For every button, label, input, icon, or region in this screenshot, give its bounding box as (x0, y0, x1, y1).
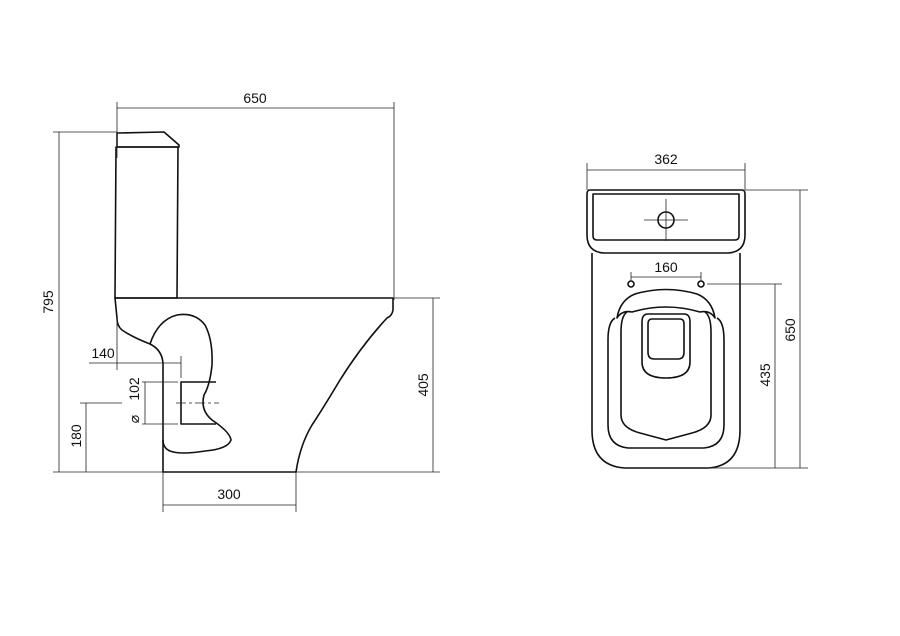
dim-overall-length: 650 (243, 90, 267, 106)
bowl-body (114, 297, 394, 473)
tank-top (586, 189, 746, 254)
top-view: 362 160 435 650 (586, 151, 808, 469)
seat-outer (607, 317, 725, 449)
bowl-outline (591, 253, 741, 469)
seat-hole-right (697, 280, 705, 288)
tank (114, 146, 179, 299)
dim-outlet-offset: 140 (91, 345, 115, 361)
tank-lid (116, 131, 180, 148)
seat-hole-left (627, 280, 635, 288)
seat-inner (620, 311, 712, 441)
dim-foot-width: 300 (217, 486, 241, 502)
trapway (149, 313, 232, 454)
lid-handle-inner (647, 318, 685, 360)
hinge-cover (616, 288, 716, 319)
tank-top-inner (592, 193, 740, 241)
dim-width: 362 (654, 151, 678, 167)
dim-outlet-height: 180 (68, 424, 84, 448)
dim-outlet-diameter: 102 (126, 377, 142, 401)
diameter-symbol: ⌀ (126, 415, 142, 423)
dim-bowl-height: 405 (415, 373, 431, 397)
dim-depth: 650 (782, 318, 798, 342)
dim-seat-hole-spacing: 160 (654, 259, 678, 275)
side-view: 650 795 405 300 140 102 ⌀ 180 (40, 90, 440, 512)
dim-overall-height: 795 (40, 290, 56, 314)
lid-handle-outer (641, 313, 691, 379)
dim-hole-to-front: 435 (757, 363, 773, 387)
